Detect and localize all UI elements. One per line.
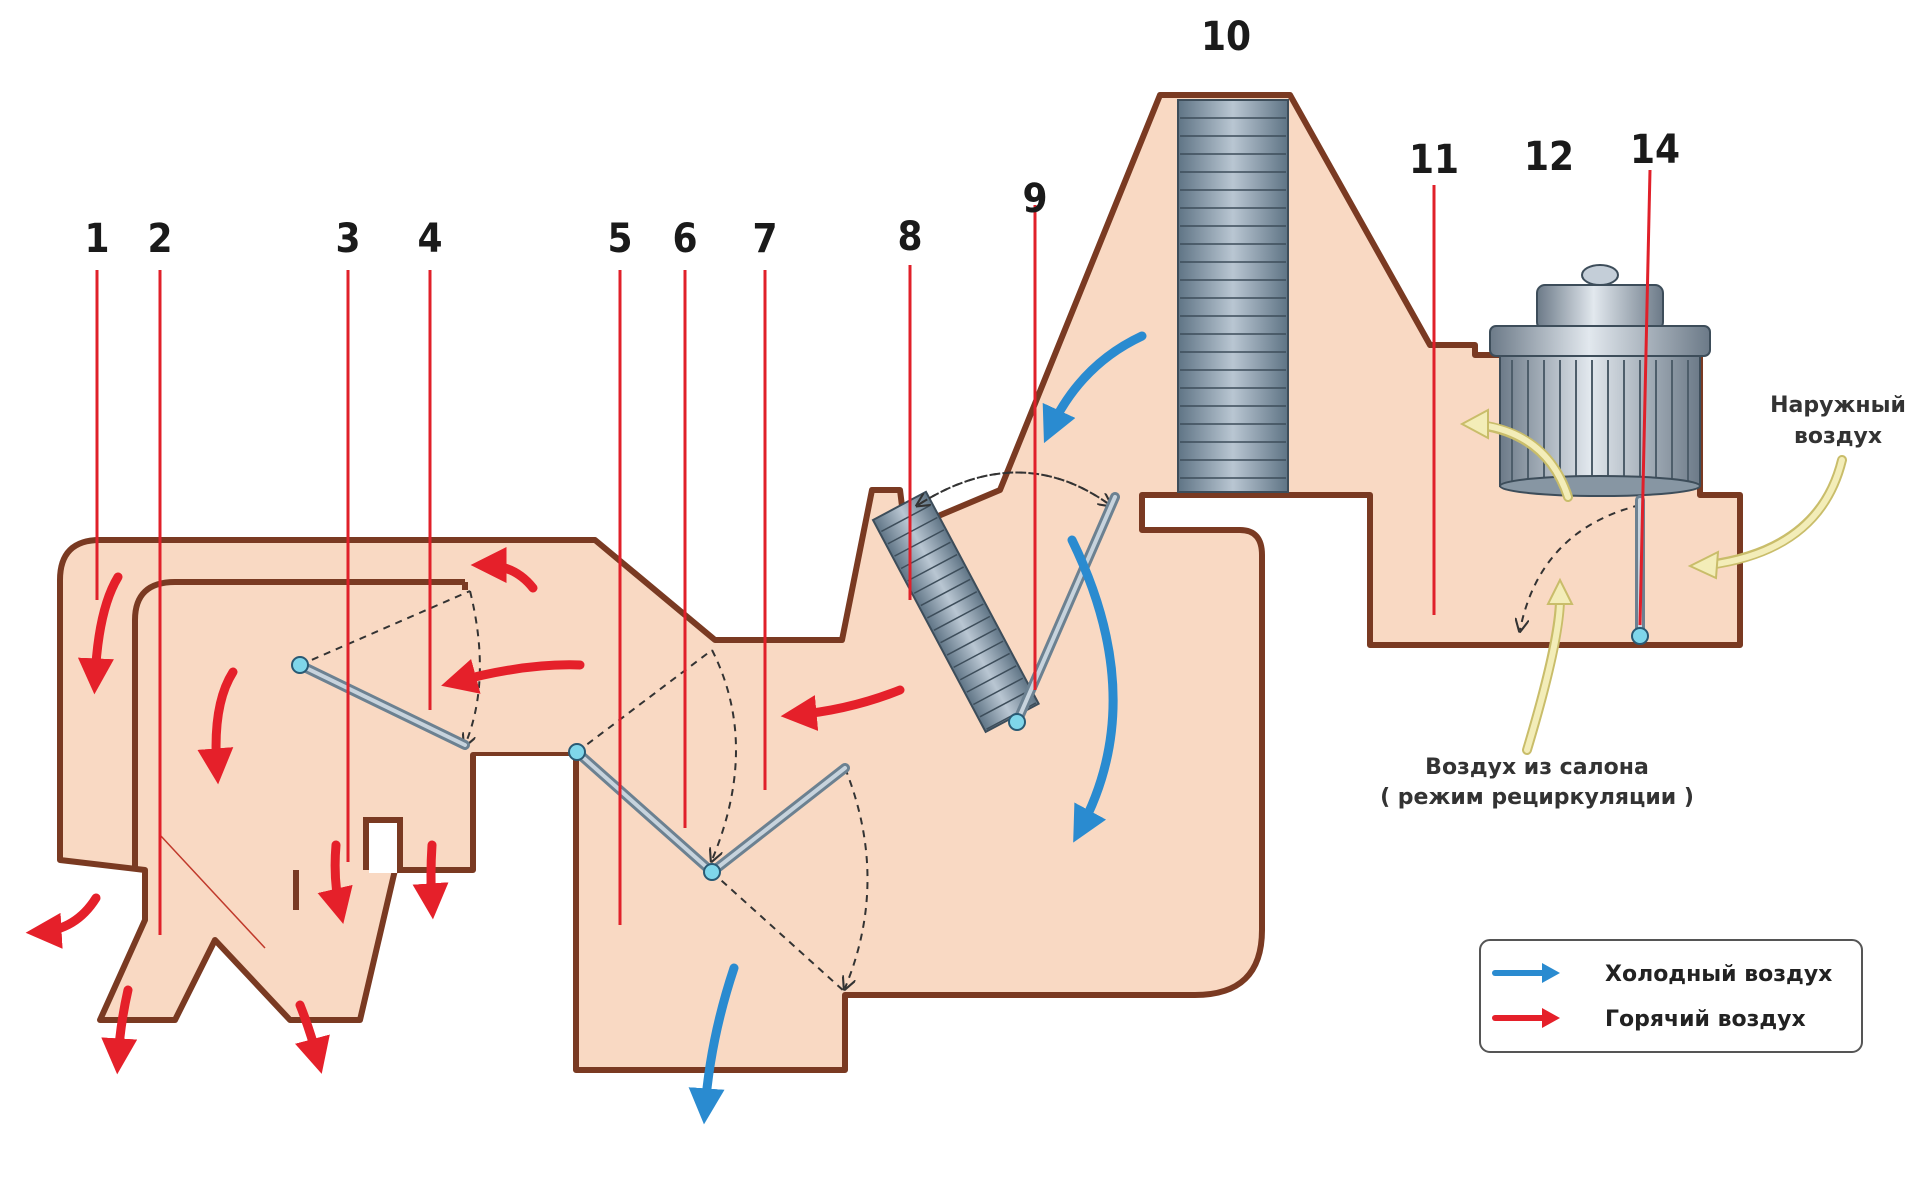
legend-cold-swatch	[1492, 963, 1560, 983]
label-7: 7	[752, 216, 777, 262]
heater-fin	[887, 516, 938, 545]
label-10: 10	[1201, 14, 1251, 60]
heater-fin	[940, 615, 991, 644]
label-14: 14	[1630, 127, 1680, 173]
hot-air-arrows	[25, 547, 905, 1075]
label-lines	[95, 169, 1652, 935]
cold-arrow	[1042, 331, 1147, 444]
label-8: 8	[897, 214, 922, 260]
cabin-air-label: Воздух из салона ( режим рециркуляции )	[1380, 755, 1694, 810]
heater-fin	[966, 665, 1017, 693]
heater-fin	[907, 553, 958, 582]
svg-text:Наружный: Наружный	[1770, 393, 1906, 418]
label-6: 6	[672, 216, 697, 262]
hot-arrow	[197, 667, 238, 785]
hot-arrow	[25, 893, 101, 949]
intake-arrows-inner	[1479, 422, 1845, 753]
number-labels: 1 2 3 4 5 6 7 8 9 10 11 12 14	[84, 14, 1680, 262]
legend-hot-swatch	[1492, 1008, 1560, 1028]
hot-arrow	[77, 572, 123, 695]
label-1: 1	[84, 216, 109, 262]
legend-box	[1479, 939, 1863, 1053]
hot-arrow	[412, 840, 449, 920]
intake-arrow-heads	[1459, 408, 1720, 605]
label-12: 12	[1524, 134, 1574, 180]
blower-fan	[1489, 264, 1711, 497]
vent-notch	[369, 823, 397, 873]
floor-gap-edge	[470, 755, 579, 870]
outside-air-label: Наружный воздух	[1770, 393, 1906, 449]
hot-arrow	[441, 658, 585, 694]
legend-hot-label: Горячий воздух	[1605, 1007, 1806, 1032]
svg-text:Воздух из салона: Воздух из салона	[1425, 755, 1649, 780]
heater-fin	[953, 640, 1004, 669]
hot-arrow	[780, 685, 905, 731]
floor-gap	[473, 756, 575, 870]
label-3: 3	[335, 216, 360, 262]
svg-text:воздух: воздух	[1794, 424, 1882, 449]
legend-cold-label: Холодный воздух	[1605, 962, 1832, 987]
heater-fin	[880, 504, 932, 533]
label-11: 11	[1409, 137, 1459, 183]
hot-arrow	[101, 985, 138, 1075]
heater-fin	[959, 652, 1011, 681]
heater-fin	[926, 590, 978, 619]
heater-fin	[933, 603, 984, 631]
cold-arrow	[1067, 535, 1118, 843]
label-4: 4	[417, 216, 442, 262]
hot-arrow	[295, 1000, 330, 1074]
cold-air-arrows	[688, 331, 1147, 1125]
hot-arrow	[470, 547, 538, 593]
heater-fin	[946, 628, 997, 656]
heater-fin	[920, 578, 971, 607]
heater-fin	[894, 529, 945, 557]
legend: Холодный воздух Горячий воздух	[1479, 939, 1863, 1053]
label-5: 5	[607, 216, 632, 262]
duct-divider	[159, 834, 266, 949]
label-9: 9	[1022, 176, 1047, 222]
svg-text:( режим рециркуляции ): ( режим рециркуляции )	[1380, 785, 1694, 810]
label-2: 2	[147, 216, 172, 262]
hot-arrow	[317, 840, 353, 925]
heater-fin	[979, 689, 1030, 718]
heater-fin	[973, 677, 1024, 706]
evaporator	[1177, 99, 1289, 493]
cold-arrow	[688, 963, 739, 1125]
heater-fin	[913, 566, 964, 594]
